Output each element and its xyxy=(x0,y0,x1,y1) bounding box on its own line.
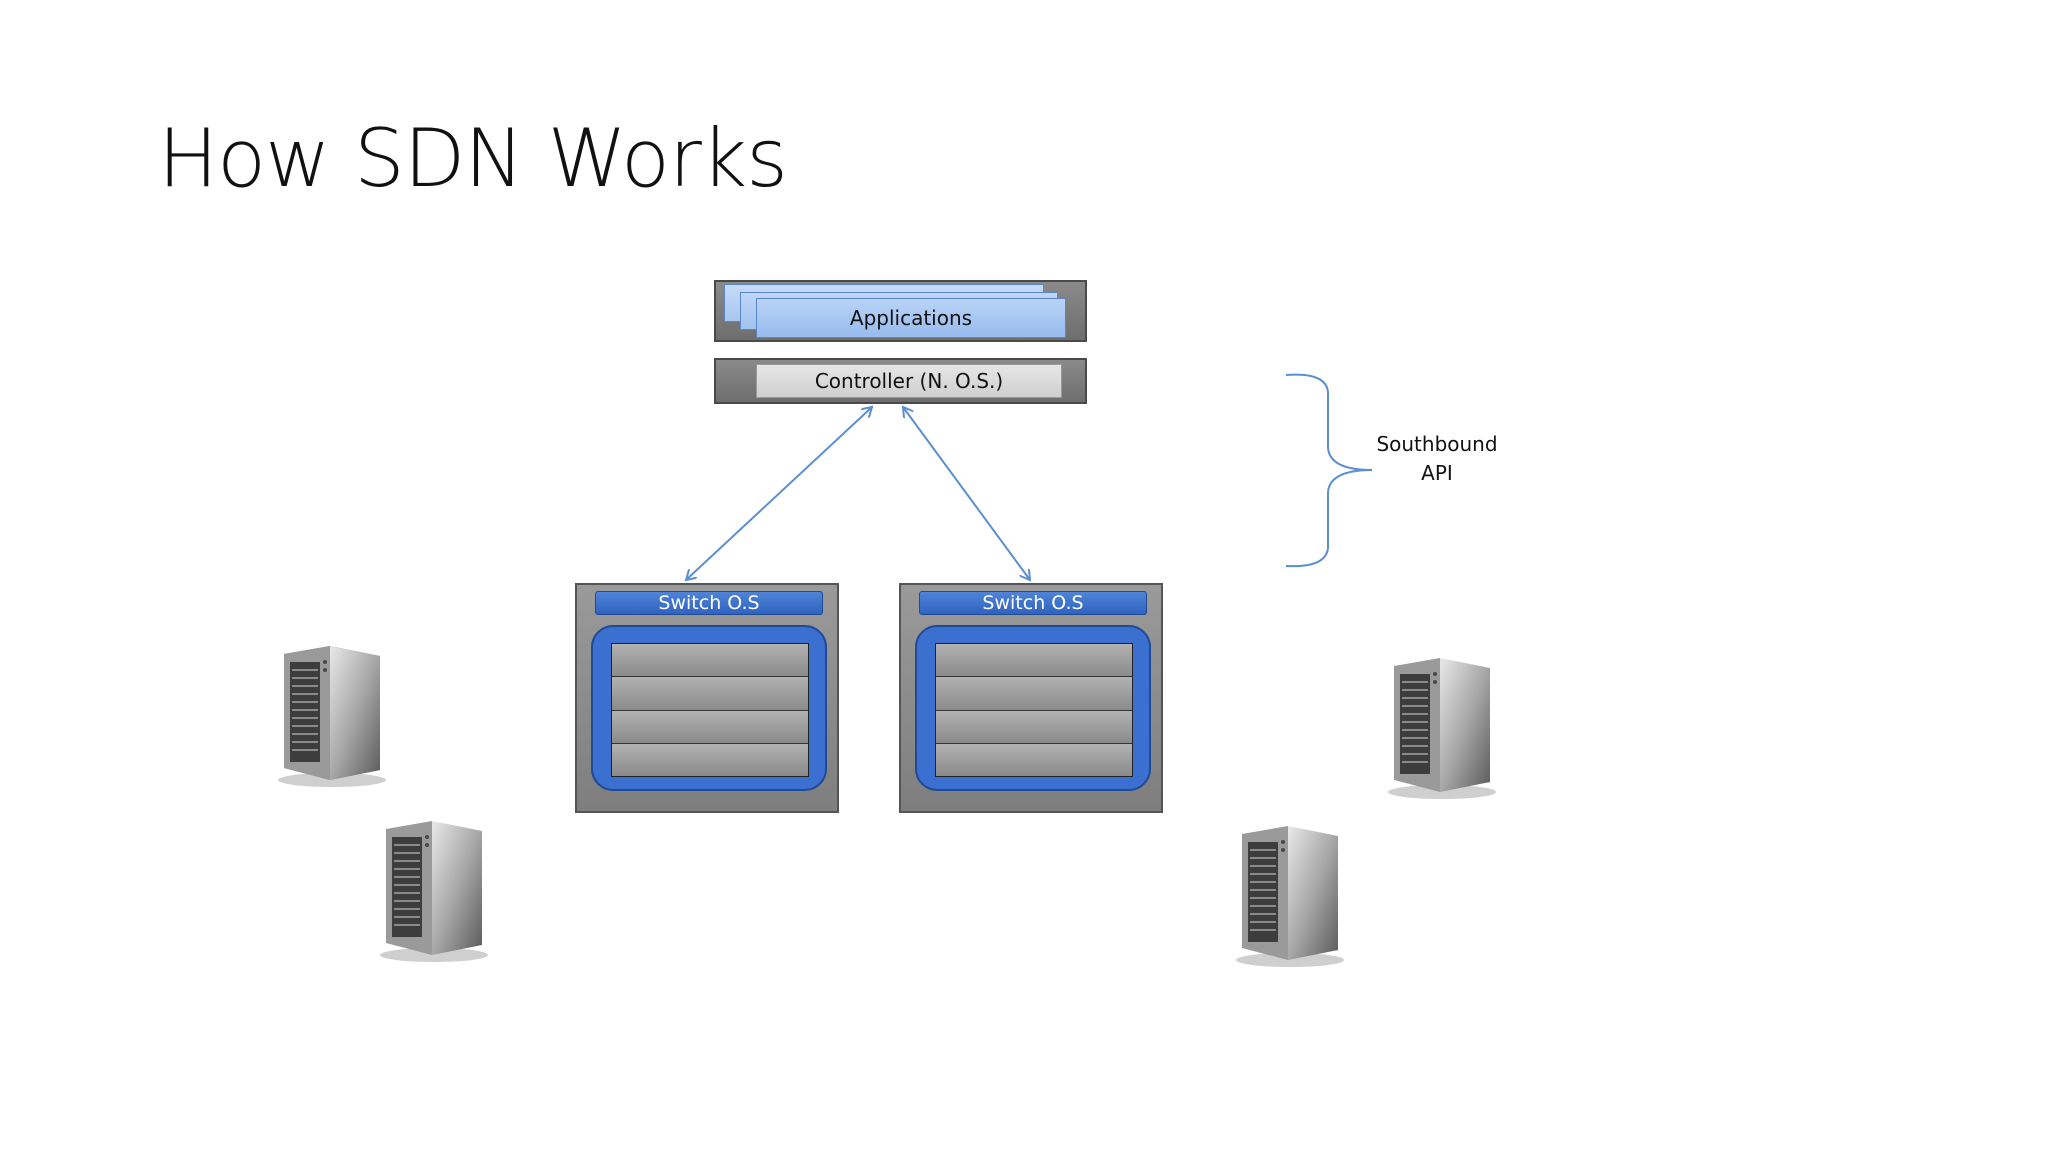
flow-table-row xyxy=(612,743,808,776)
double-arrow-icon xyxy=(686,407,872,580)
flow-table-row xyxy=(936,677,1132,711)
switch-right: Switch O.S xyxy=(899,583,1163,813)
switch-os-label: Switch O.S xyxy=(595,591,823,615)
southbound-api-label: Southbound API xyxy=(1362,430,1512,488)
curly-brace-icon xyxy=(1285,373,1373,568)
southbound-api-line2: API xyxy=(1421,461,1453,485)
switch-flow-table xyxy=(915,625,1151,791)
flow-table-rows xyxy=(935,643,1133,777)
switch-flow-table xyxy=(591,625,827,791)
server-tower-icon xyxy=(380,821,488,962)
double-arrow-icon xyxy=(903,407,1030,580)
page-title: How SDN Works xyxy=(158,112,788,205)
switch-os-label: Switch O.S xyxy=(919,591,1147,615)
flow-table-rows xyxy=(611,643,809,777)
flow-table-row xyxy=(612,710,808,744)
southbound-api-line1: Southbound xyxy=(1376,432,1498,456)
controller-label: Controller (N. O.S.) xyxy=(756,364,1062,398)
switch-left: Switch O.S xyxy=(575,583,839,813)
flow-table-row xyxy=(936,644,1132,678)
flow-table-row xyxy=(612,644,808,678)
server-tower-icon xyxy=(1388,658,1496,799)
controller-layer: Controller (N. O.S.) xyxy=(714,358,1087,404)
flow-table-row xyxy=(936,710,1132,744)
flow-table-row xyxy=(936,743,1132,776)
server-tower-icon xyxy=(1236,826,1344,967)
server-tower-icon xyxy=(278,646,386,787)
applications-layer: Applications xyxy=(714,280,1087,342)
applications-label: Applications xyxy=(756,298,1066,338)
flow-table-row xyxy=(612,677,808,711)
